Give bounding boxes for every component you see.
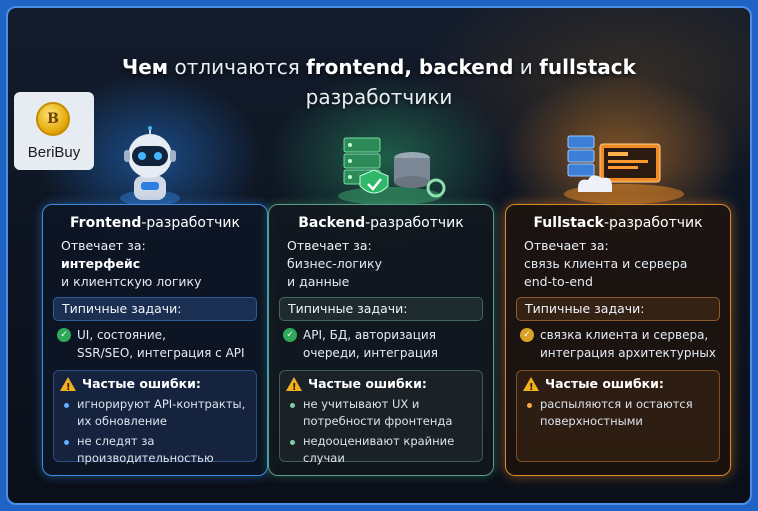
responsibility-label: Отвечает за: <box>61 238 146 253</box>
responsibility-label: Отвечает за: <box>524 238 609 253</box>
task-item: ✓ UI, состояние,SSR/SEO, интеграция с AP… <box>53 326 257 362</box>
fullstack-devices-icon <box>564 135 684 204</box>
coin-icon: B <box>36 102 70 136</box>
tasks-label: Типичные задачи: <box>279 297 483 321</box>
responsibility-line: бизнес-логику <box>287 256 383 271</box>
beribuy-logo: B BeriBuy <box>14 92 94 170</box>
error-item: распыляются и остаются поверхностными <box>523 396 713 430</box>
card-title: Frontend-разработчик <box>70 215 240 231</box>
check-icon: ✓ <box>57 328 71 342</box>
responsibility-label: Отвечает за: <box>287 238 372 253</box>
responsibility-line: end-to-end <box>524 274 593 289</box>
errors-box: Частые ошибки: игнорируют API-контракты,… <box>53 370 257 465</box>
logo-text: BeriBuy <box>27 144 81 161</box>
tasks-label: Типичные задачи: <box>516 297 720 321</box>
server-shield-icon <box>338 137 446 205</box>
warning-icon <box>60 377 76 397</box>
error-item: не учитывают UX и потребности фронтенда <box>286 396 476 430</box>
error-item: недооценивают крайние случаи <box>286 433 476 467</box>
infographic-frame: Чем отличаются frontend, backend и fulls… <box>6 6 752 505</box>
responsibility-line: и данные <box>287 274 350 289</box>
task-item: ✓ связка клиента и сервера,интеграция ар… <box>516 326 720 362</box>
robot-icon <box>120 126 180 206</box>
backend-card: Backend-разработчик Отвечает за: бизнес-… <box>268 204 494 476</box>
errors-box: Частые ошибки: распыляются и остаются по… <box>516 370 720 462</box>
tasks-label: Типичные задачи: <box>53 297 257 321</box>
responsibility-line: и клиентскую логику <box>61 274 202 289</box>
check-icon: ✓ <box>520 328 534 342</box>
errors-box: Частые ошибки: не учитывают UX и потребн… <box>279 370 483 465</box>
card-title: Fullstack-разработчик <box>533 215 703 231</box>
error-item: не следят за производительностью <box>60 433 250 467</box>
frontend-card: Frontend-разработчик Отвечает за: интерф… <box>42 204 268 476</box>
check-icon: ✓ <box>283 328 297 342</box>
responsibility-line: связь клиента и сервера <box>524 256 688 271</box>
responsibility-line: интерфейс <box>61 256 141 271</box>
fullstack-card: Fullstack-разработчик Отвечает за: связь… <box>505 204 731 476</box>
warning-icon <box>286 377 302 397</box>
error-item: игнорируют API-контракты, их обновление <box>60 396 250 430</box>
warning-icon <box>523 377 539 397</box>
page-title: Чем отличаются frontend, backend и fulls… <box>122 55 636 109</box>
card-title: Backend-разработчик <box>298 215 464 231</box>
